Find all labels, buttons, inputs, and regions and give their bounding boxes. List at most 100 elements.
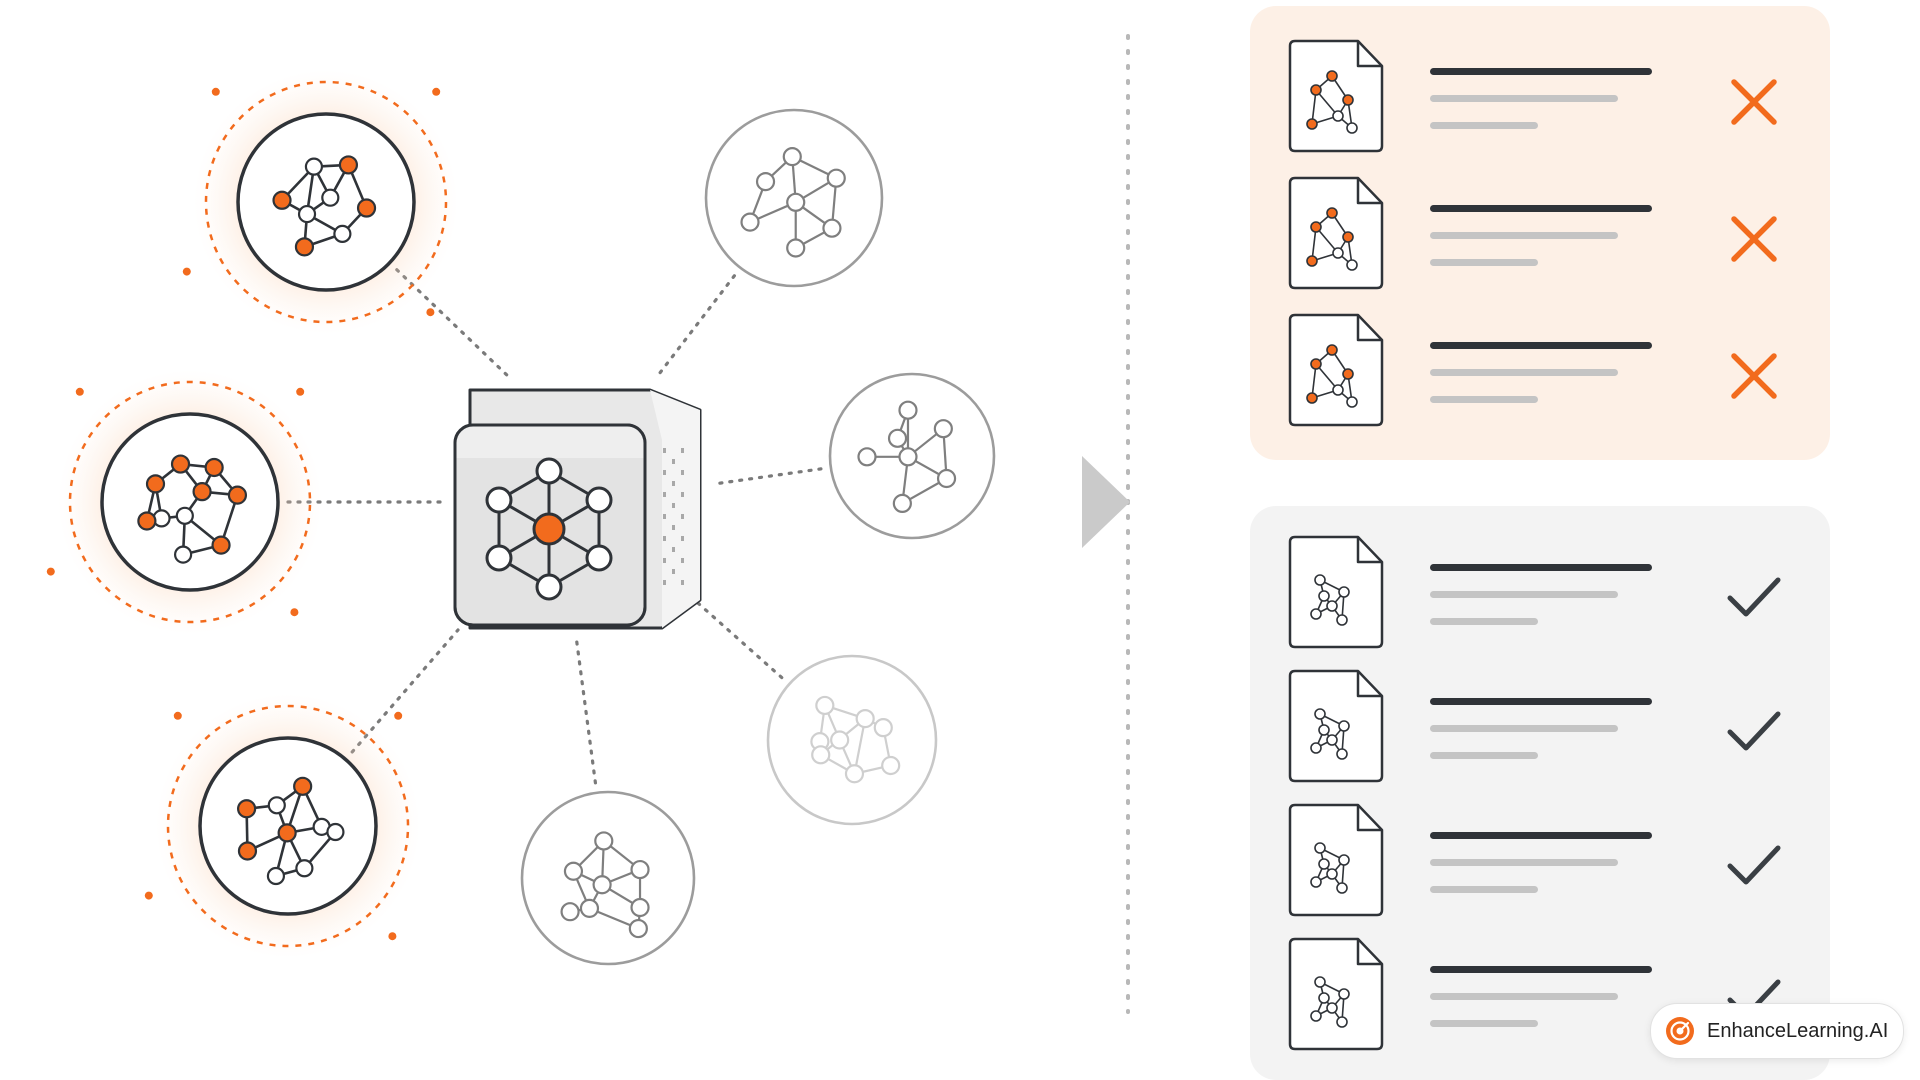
graph-vertex xyxy=(830,730,850,750)
graph-vertex xyxy=(873,718,893,738)
document-page xyxy=(1288,937,1384,1051)
connector-lines xyxy=(286,268,823,785)
accent-dot xyxy=(182,267,191,276)
document-graph-vertex xyxy=(1310,876,1322,888)
graph-node xyxy=(520,790,696,966)
graph-vertex xyxy=(594,831,614,851)
graph-node xyxy=(144,694,420,958)
graph-vertex xyxy=(933,419,953,439)
text-line-placeholder xyxy=(1430,95,1618,102)
text-line-placeholder xyxy=(1430,698,1652,705)
accent-dot xyxy=(75,387,84,396)
document-fold xyxy=(1356,41,1382,68)
document-graph-vertex xyxy=(1314,976,1326,988)
graph-vertex xyxy=(145,474,166,494)
graph-vertex xyxy=(855,708,875,729)
vent-dot xyxy=(681,536,684,541)
document-graph-vertex xyxy=(1326,344,1338,356)
graph-vertex xyxy=(356,198,377,218)
graph-vertex xyxy=(755,172,776,192)
vent-dot xyxy=(681,514,684,519)
vent-dot xyxy=(663,470,666,475)
text-line-placeholder xyxy=(1430,342,1652,349)
text-line-placeholder xyxy=(1430,725,1618,732)
document-graph-vertex xyxy=(1342,231,1354,243)
graph-vertex xyxy=(898,447,918,467)
graph-vertex xyxy=(266,866,286,886)
document-graph-vertex xyxy=(1306,392,1318,404)
graph-vertex xyxy=(844,764,865,784)
graph-vertex xyxy=(237,799,257,819)
graph-vertex xyxy=(333,224,352,244)
graph-vertex xyxy=(192,482,212,502)
graph-vertex xyxy=(227,485,248,505)
graph-vertex xyxy=(321,188,340,207)
text-line-placeholder xyxy=(1430,1020,1538,1027)
brand-badge[interactable]: EnhanceLearning.AI xyxy=(1650,1003,1904,1059)
graph-document-icon xyxy=(1288,937,1384,1051)
vent-dot xyxy=(672,459,675,464)
document-graph-vertex xyxy=(1326,734,1338,746)
vent-dot xyxy=(672,525,675,530)
graph-vertex xyxy=(272,190,292,210)
document-graph-vertex xyxy=(1318,590,1330,602)
connector-line xyxy=(654,274,736,380)
document-graph-vertex xyxy=(1332,384,1344,396)
vent-dot xyxy=(672,481,675,486)
document-text-lines xyxy=(1430,698,1660,768)
graph-vertex xyxy=(267,796,286,815)
document-graph-vertex xyxy=(1306,255,1318,267)
vent-dot xyxy=(672,547,675,552)
vent-dot xyxy=(681,492,684,497)
accent-dot xyxy=(296,387,305,396)
vent-dot xyxy=(681,580,684,585)
accent-dot xyxy=(46,567,55,576)
cube-vertex xyxy=(485,544,513,572)
accent-dot xyxy=(290,608,299,617)
document-graph-vertex xyxy=(1336,1016,1348,1028)
graph-node xyxy=(704,108,884,288)
document-graph-vertex xyxy=(1326,868,1338,880)
vent-dot xyxy=(663,514,666,519)
graph-vertex xyxy=(786,238,806,258)
document-page xyxy=(1288,669,1384,783)
graph-vertex xyxy=(881,755,901,776)
graph-vertex xyxy=(563,861,584,881)
graph-vertex xyxy=(293,776,313,796)
graph-node xyxy=(766,654,938,826)
document-graph-vertex xyxy=(1326,207,1338,219)
document-text-lines xyxy=(1430,342,1660,412)
cube-graph-icon xyxy=(453,388,702,630)
document-graph-vertex xyxy=(1342,368,1354,380)
target-icon xyxy=(1666,1017,1694,1045)
graph-vertex xyxy=(630,859,650,880)
document-graph-vertex xyxy=(1314,574,1326,586)
document-graph-vertex xyxy=(1342,94,1354,106)
text-line-placeholder xyxy=(1430,369,1618,376)
text-line-placeholder xyxy=(1430,564,1652,571)
document-fold xyxy=(1356,939,1382,966)
graph-document-icon xyxy=(1288,803,1384,917)
graph-vertex xyxy=(294,237,315,257)
accent-dot xyxy=(432,87,441,96)
document-fold xyxy=(1356,537,1382,564)
accent-dot xyxy=(173,711,182,720)
graph-vertex xyxy=(170,454,191,474)
graph-vertex xyxy=(560,902,580,922)
accepted-document-row xyxy=(1250,534,1830,654)
graph-vertex xyxy=(811,745,831,765)
rejected-document-row xyxy=(1250,38,1830,158)
graph-vertex xyxy=(304,157,324,176)
document-graph-vertex xyxy=(1318,858,1330,870)
text-line-placeholder xyxy=(1430,232,1618,239)
text-line-placeholder xyxy=(1430,752,1538,759)
graph-vertex xyxy=(898,400,918,420)
document-graph-vertex xyxy=(1338,720,1350,732)
rejected-document-row xyxy=(1250,175,1830,295)
document-graph-vertex xyxy=(1310,358,1322,370)
text-line-placeholder xyxy=(1430,68,1652,75)
document-text-lines xyxy=(1430,832,1660,902)
document-graph-vertex xyxy=(1336,748,1348,760)
graph-vertex xyxy=(137,511,157,531)
dashed-ring xyxy=(166,704,410,948)
